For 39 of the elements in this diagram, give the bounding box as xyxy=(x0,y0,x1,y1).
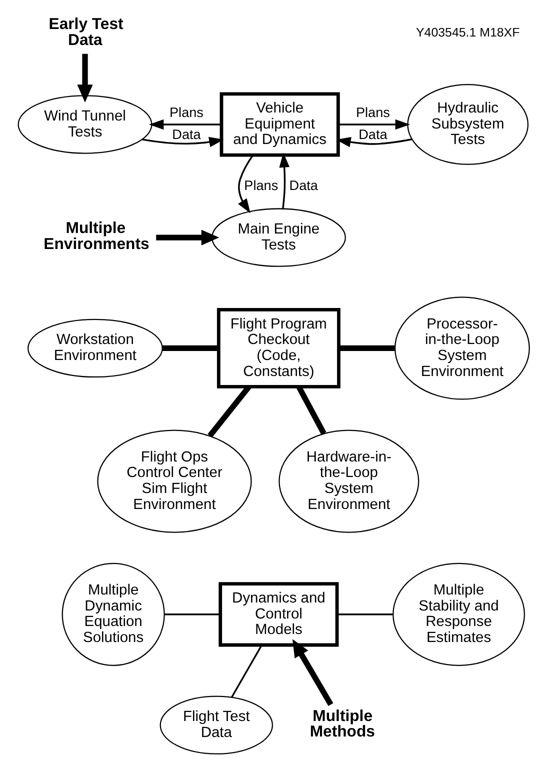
node-box: Vehicle Equipment and Dynamics xyxy=(220,92,340,157)
connector xyxy=(162,345,218,352)
label: Y403545.1 M18XF xyxy=(416,26,520,40)
connector xyxy=(337,614,393,616)
node-ellipse: Wind Tunnel Tests xyxy=(18,95,152,154)
node-ellipse: Hydraulic Subsystem Tests xyxy=(407,84,529,165)
arrow xyxy=(77,54,93,102)
edge-label: Data xyxy=(358,126,388,142)
node-text: Early Test Data xyxy=(48,16,124,50)
node-box: Flight Program Checkout (Code, Constants) xyxy=(216,308,340,388)
connector xyxy=(208,385,252,438)
connector xyxy=(164,614,220,616)
node-text: Multiple Methods xyxy=(310,708,375,741)
node-ellipse: Hardware-in-the-Loop System Environment xyxy=(278,430,420,533)
edge-label: Plans xyxy=(170,105,204,120)
arrow xyxy=(238,154,254,214)
node-ellipse: Workstation Environment xyxy=(27,318,163,378)
arrow xyxy=(148,119,222,130)
connector xyxy=(230,644,262,698)
node-box: Dynamics and Control Models xyxy=(218,582,339,647)
node-circle: Multiple Dynamic Equation Solutions xyxy=(62,562,165,666)
edge-label: Data xyxy=(172,126,201,142)
arrow xyxy=(279,152,290,209)
node-ellipse: Flight Test Data xyxy=(160,696,274,754)
arrow xyxy=(142,136,224,148)
node-ellipse: Flight Ops Control Center Sim Flight Environment xyxy=(97,430,252,533)
arrow xyxy=(336,136,412,148)
node-ellipse: Main Engine Tests xyxy=(211,208,346,267)
node-ellipse: Multiple Stability and Response Estimates xyxy=(392,562,526,666)
arrow xyxy=(156,230,220,246)
node-text: Multiple Environments xyxy=(44,220,150,254)
edge-label: Plans xyxy=(244,178,278,194)
connector xyxy=(338,345,395,352)
connector xyxy=(296,386,326,435)
node-ellipse: Processor-in-the-Loop System Environment xyxy=(394,296,530,400)
arrow xyxy=(338,119,410,130)
arrow xyxy=(292,639,334,706)
edge-label: Data xyxy=(289,178,318,194)
edge-label: Plans xyxy=(356,105,390,120)
